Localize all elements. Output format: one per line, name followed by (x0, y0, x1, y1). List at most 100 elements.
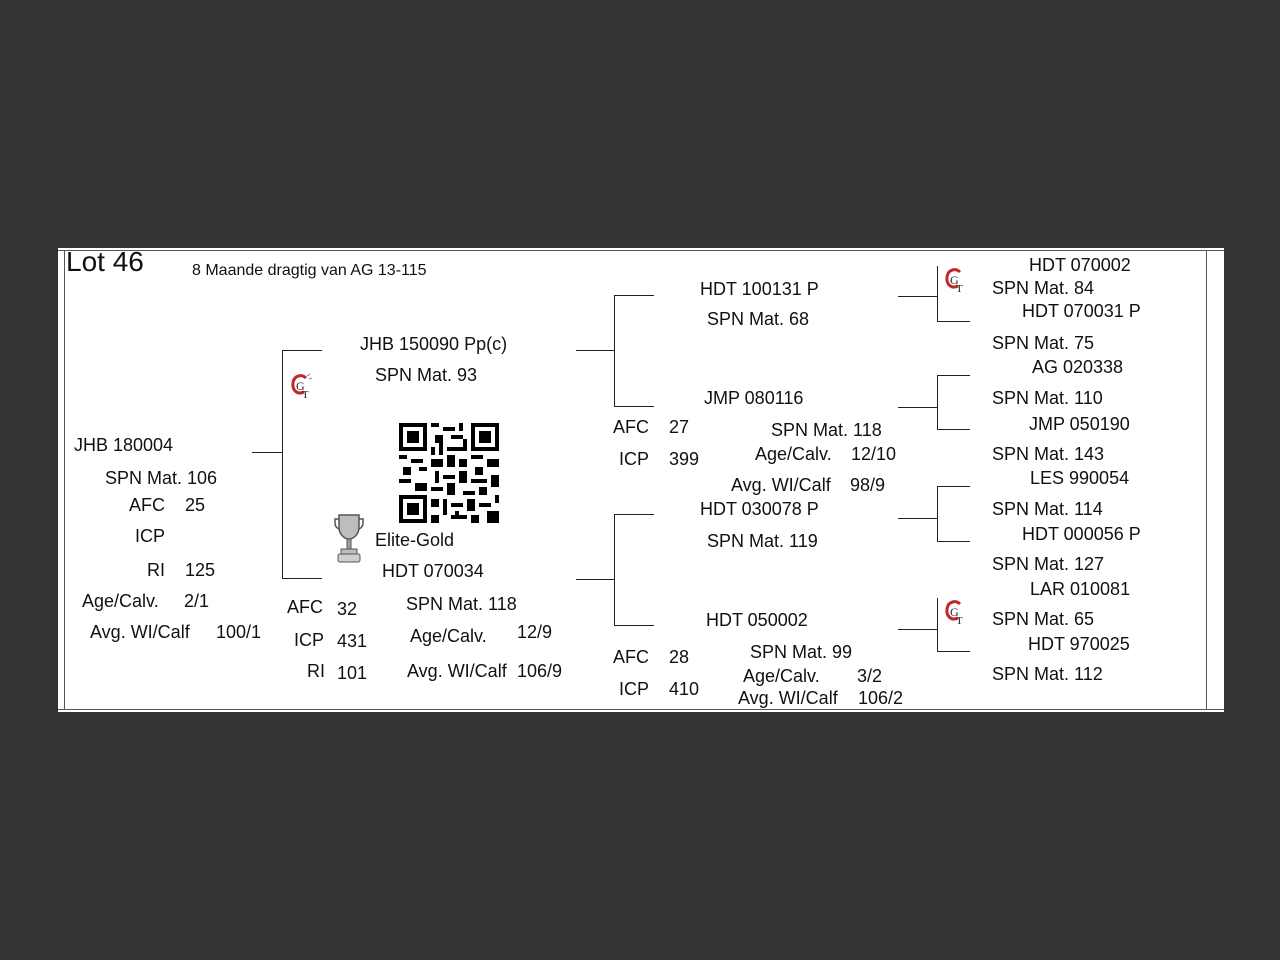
bracket-line (282, 350, 322, 351)
dam-afc-value: 32 (337, 599, 358, 619)
animal-icp-label: ICP (135, 526, 166, 546)
animal-avg-label: Avg. WI/Calf (90, 622, 190, 642)
animal-id: JHB 180004 (74, 435, 174, 455)
dam-dam-icp-value: 410 (669, 679, 700, 699)
sire-dam-icp-label: ICP (619, 449, 650, 469)
dam-avg-label: Avg. WI/Calf (407, 661, 507, 681)
breeder-logo-icon: G T (945, 268, 963, 295)
lot-number: Lot 46 (66, 246, 144, 277)
sire-dam-afc-label: AFC (613, 417, 649, 437)
frame-right (1206, 250, 1207, 710)
bracket-line (937, 598, 938, 652)
bracket-line (282, 578, 322, 579)
bracket-line (898, 518, 938, 519)
dam-dam-avg-label: Avg. WI/Calf (738, 688, 838, 708)
sire-dam-avg-value: 98/9 (850, 475, 886, 495)
dam-dam-spn: SPN Mat. 99 (750, 642, 853, 662)
sire-spn: SPN Mat. 93 (375, 365, 478, 385)
dam-avg-value: 106/9 (517, 661, 563, 681)
sire-dam-age-value: 12/10 (851, 444, 897, 464)
svg-text:G: G (950, 273, 959, 287)
svg-text:G: G (950, 605, 959, 619)
bracket-line (937, 486, 970, 487)
bracket-line (937, 375, 938, 430)
bracket-line (937, 541, 970, 542)
sire-id: JHB 150090 Pp(c) (360, 334, 508, 354)
gen3-spn: SPN Mat. 112 (992, 664, 1103, 684)
dam-ri-value: 101 (337, 663, 368, 683)
gen3-id: HDT 070002 (1029, 255, 1131, 275)
frame-bottom (58, 709, 1224, 710)
animal-afc-label: AFC (129, 495, 165, 515)
sire-sire-id: HDT 100131 P (700, 279, 819, 299)
animal-ri-label: RI (147, 560, 165, 580)
bracket-line (614, 625, 654, 626)
breeder-logo-icon: G T (945, 600, 963, 627)
dam-icp-value: 431 (337, 631, 368, 651)
trophy-icon (334, 514, 364, 563)
bracket-line (898, 629, 938, 630)
dam-sire-id: HDT 030078 P (700, 499, 819, 519)
bracket-line (937, 321, 970, 322)
bracket-line (252, 452, 283, 453)
dam-age-label: Age/Calv. (410, 626, 487, 646)
gen3-id: AG 020338 (1032, 357, 1124, 377)
svg-text:T: T (302, 389, 309, 401)
gen3-spn: SPN Mat. 143 (992, 444, 1105, 464)
svg-text:G: G (296, 379, 305, 393)
frame-top (58, 250, 1224, 251)
animal-spn: SPN Mat. 106 (105, 468, 218, 488)
bracket-line (614, 295, 615, 407)
gen3-spn: SPN Mat. 65 (992, 609, 1095, 629)
dam-dam-icp-label: ICP (619, 679, 650, 699)
sire-sire-spn: SPN Mat. 68 (707, 309, 810, 329)
dam-sire-spn: SPN Mat. 119 (707, 531, 818, 551)
bracket-line (937, 651, 970, 652)
dam-dam-age-label: Age/Calv. (743, 666, 820, 686)
bracket-line (576, 350, 615, 351)
dam-id: HDT 070034 (382, 561, 484, 581)
bracket-line (898, 296, 938, 297)
bracket-line (282, 350, 283, 579)
gen3-id: HDT 000056 P (1022, 524, 1141, 544)
gen3-id: HDT 970025 (1028, 634, 1130, 654)
gen3-spn: SPN Mat. 75 (992, 333, 1095, 353)
bracket-line (614, 514, 615, 626)
gen3-id: LAR 010081 (1030, 579, 1131, 599)
dam-award: Elite-Gold (375, 530, 455, 550)
bracket-line (576, 579, 615, 580)
dam-ri-label: RI (307, 661, 325, 681)
gen3-id: JMP 050190 (1029, 414, 1130, 434)
sire-dam-icp-value: 399 (669, 449, 700, 469)
dam-age-value: 12/9 (517, 622, 553, 642)
gen3-spn: SPN Mat. 127 (992, 554, 1105, 574)
animal-age-value: 2/1 (184, 591, 210, 611)
pedigree-card: Lot 46 8 Maande dragtig van AG 13-115 JH… (58, 246, 1224, 712)
bracket-line (937, 375, 970, 376)
bracket-line (614, 406, 654, 407)
sire-dam-spn: SPN Mat. 118 (771, 420, 882, 440)
dam-icp-label: ICP (294, 630, 325, 650)
gen3-id: LES 990054 (1030, 468, 1130, 488)
qr-code-icon (399, 423, 499, 523)
animal-avg-value: 100/1 (216, 622, 262, 642)
gen3-spn: SPN Mat. 114 (992, 499, 1103, 519)
gen3-spn: SPN Mat. 84 (992, 278, 1095, 298)
svg-text:T: T (956, 615, 963, 627)
sire-dam-id: JMP 080116 (704, 388, 804, 408)
bracket-line (614, 295, 654, 296)
bracket-line (937, 266, 938, 322)
bracket-line (614, 514, 654, 515)
dam-dam-afc-value: 28 (669, 647, 690, 667)
dam-dam-avg-value: 106/2 (858, 688, 904, 708)
animal-ri-value: 125 (185, 560, 216, 580)
dam-afc-label: AFC (287, 597, 323, 617)
dam-spn: SPN Mat. 118 (406, 594, 517, 614)
bracket-line (937, 486, 938, 542)
gen3-spn: SPN Mat. 110 (992, 388, 1103, 408)
frame-left (64, 250, 65, 710)
dam-dam-afc-label: AFC (613, 647, 649, 667)
sire-dam-age-label: Age/Calv. (755, 444, 832, 464)
sire-dam-avg-label: Avg. WI/Calf (731, 475, 831, 495)
bracket-line (898, 407, 938, 408)
